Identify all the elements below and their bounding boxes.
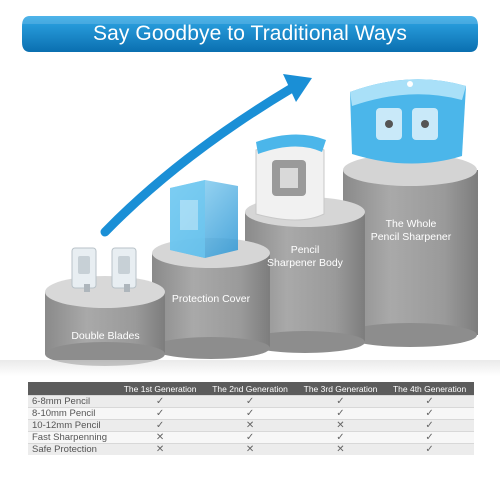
table-row: 10-12mm Pencil ✓ ✕ ✕ ✓ <box>28 419 474 432</box>
mark-cell: ✕ <box>295 443 386 455</box>
banner-title: Say Goodbye to Traditional Ways <box>93 22 407 45</box>
mark-cell: ✓ <box>385 419 474 432</box>
step-4-label: The Whole Pencil Sharpener <box>370 218 452 243</box>
mark-cell: ✓ <box>385 431 474 444</box>
mark-cell: ✕ <box>204 443 296 455</box>
mark-cell: ✕ <box>116 443 205 455</box>
mark-cell: ✓ <box>385 395 474 408</box>
mark-cell: ✕ <box>204 419 296 432</box>
mark-cell: ✕ <box>116 431 205 444</box>
mark-cell: ✓ <box>204 407 296 420</box>
sharpener-body-image <box>255 134 326 221</box>
mark-cell: ✓ <box>204 395 296 408</box>
mark-cell: ✓ <box>116 407 205 420</box>
whole-sharpener-image <box>350 79 466 164</box>
table-row: Fast Sharpenning ✕ ✓ ✓ ✓ <box>28 431 474 444</box>
feature-label: 6-8mm Pencil <box>28 395 116 408</box>
step-3-label: Pencil Sharpener Body <box>267 244 343 269</box>
protection-cover-image <box>170 180 238 258</box>
step-2-label: Protection Cover <box>171 293 251 305</box>
header-gen-1: The 1st Generation <box>116 382 205 396</box>
mark-cell: ✓ <box>295 431 386 444</box>
table-row: Safe Protection ✕ ✕ ✕ ✓ <box>28 443 474 455</box>
feature-label: Safe Protection <box>28 443 116 455</box>
table-corner <box>28 382 116 396</box>
step-1-label: Double Blades <box>71 330 140 342</box>
generation-comparison-table: The 1st Generation The 2nd Generation Th… <box>28 382 474 455</box>
mark-cell: ✓ <box>295 395 386 408</box>
title-banner <box>22 16 478 52</box>
step-1-podium <box>45 276 165 366</box>
table-header-row: The 1st Generation The 2nd Generation Th… <box>28 382 474 396</box>
feature-label: 10-12mm Pencil <box>28 419 116 432</box>
header-gen-2: The 2nd Generation <box>204 382 296 396</box>
double-blades-image <box>71 247 137 292</box>
mark-cell: ✓ <box>204 431 296 444</box>
header-gen-4: The 4th Generation <box>385 382 474 396</box>
feature-label: 8-10mm Pencil <box>28 407 116 420</box>
mark-cell: ✓ <box>116 419 205 432</box>
mark-cell: ✕ <box>295 419 386 432</box>
table-row: 8-10mm Pencil ✓ ✓ ✓ ✓ <box>28 407 474 420</box>
header-gen-3: The 3rd Generation <box>295 382 386 396</box>
mark-cell: ✓ <box>385 407 474 420</box>
feature-label: Fast Sharpenning <box>28 431 116 444</box>
mark-cell: ✓ <box>385 443 474 455</box>
mark-cell: ✓ <box>116 395 205 408</box>
mark-cell: ✓ <box>295 407 386 420</box>
step-4-podium <box>343 154 478 347</box>
table-row: 6-8mm Pencil ✓ ✓ ✓ ✓ <box>28 395 474 408</box>
